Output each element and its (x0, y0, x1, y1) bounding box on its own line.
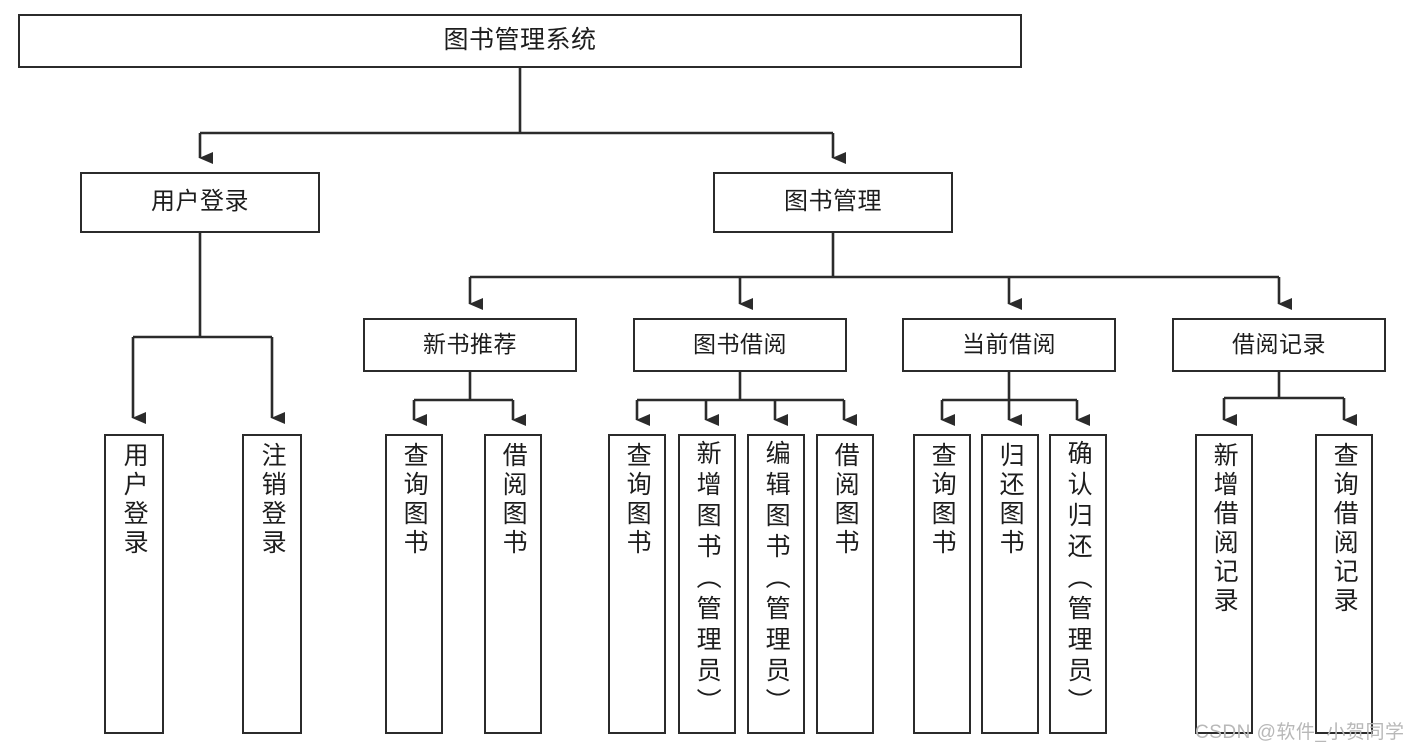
leaf-user-login-logout[interactable]: 注销登录 (242, 434, 302, 734)
leaf-label: 注销登录 (258, 442, 287, 558)
node-book-borrow[interactable]: 图书借阅 (633, 318, 847, 372)
node-current-borrow-label: 当前借阅 (962, 331, 1056, 358)
leaf-label: 用户登录 (120, 442, 149, 558)
leaf-label: 查询借阅记录 (1330, 442, 1359, 616)
leaf-label: 编辑图书（管理员） (762, 440, 791, 719)
leaf-book-borrow-add-book-admin[interactable]: 新增图书（管理员） (678, 434, 736, 734)
leaf-borrow-record-query-record[interactable]: 查询借阅记录 (1315, 434, 1373, 734)
leaf-label: 查询图书 (400, 442, 429, 558)
node-borrow-record-label: 借阅记录 (1232, 331, 1326, 358)
leaf-borrow-record-add-record[interactable]: 新增借阅记录 (1195, 434, 1253, 734)
leaf-label: 归还图书 (996, 442, 1025, 558)
node-root-label: 图书管理系统 (443, 26, 597, 55)
node-book-management-label: 图书管理 (784, 188, 882, 216)
node-user-login-label: 用户登录 (151, 188, 249, 216)
leaf-new-book-borrow-book[interactable]: 借阅图书 (484, 434, 542, 734)
leaf-label: 查询图书 (623, 442, 652, 558)
node-current-borrow[interactable]: 当前借阅 (902, 318, 1116, 372)
leaf-label: 借阅图书 (499, 442, 528, 558)
leaf-current-borrow-confirm-return-admin[interactable]: 确认归还（管理员） (1049, 434, 1107, 734)
leaf-book-borrow-edit-book-admin[interactable]: 编辑图书（管理员） (747, 434, 805, 734)
leaf-label: 新增图书（管理员） (693, 440, 722, 719)
node-root[interactable]: 图书管理系统 (18, 14, 1022, 68)
leaf-label: 借阅图书 (831, 442, 860, 558)
leaf-current-borrow-return-book[interactable]: 归还图书 (981, 434, 1039, 734)
leaf-book-borrow-borrow-book[interactable]: 借阅图书 (816, 434, 874, 734)
leaf-label: 新增借阅记录 (1210, 442, 1239, 616)
node-borrow-record[interactable]: 借阅记录 (1172, 318, 1386, 372)
leaf-label: 确认归还（管理员） (1064, 440, 1093, 719)
leaf-new-book-query-book[interactable]: 查询图书 (385, 434, 443, 734)
node-book-borrow-label: 图书借阅 (693, 331, 787, 358)
leaf-label: 查询图书 (928, 442, 957, 558)
leaf-current-borrow-query-book[interactable]: 查询图书 (913, 434, 971, 734)
node-new-book-recommend[interactable]: 新书推荐 (363, 318, 577, 372)
node-user-login[interactable]: 用户登录 (80, 172, 320, 233)
watermark-text: CSDN @软件_小贺同学 (1195, 722, 1405, 743)
leaf-user-login-login[interactable]: 用户登录 (104, 434, 164, 734)
node-book-management[interactable]: 图书管理 (713, 172, 953, 233)
node-new-book-recommend-label: 新书推荐 (423, 331, 517, 358)
leaf-book-borrow-query-book[interactable]: 查询图书 (608, 434, 666, 734)
